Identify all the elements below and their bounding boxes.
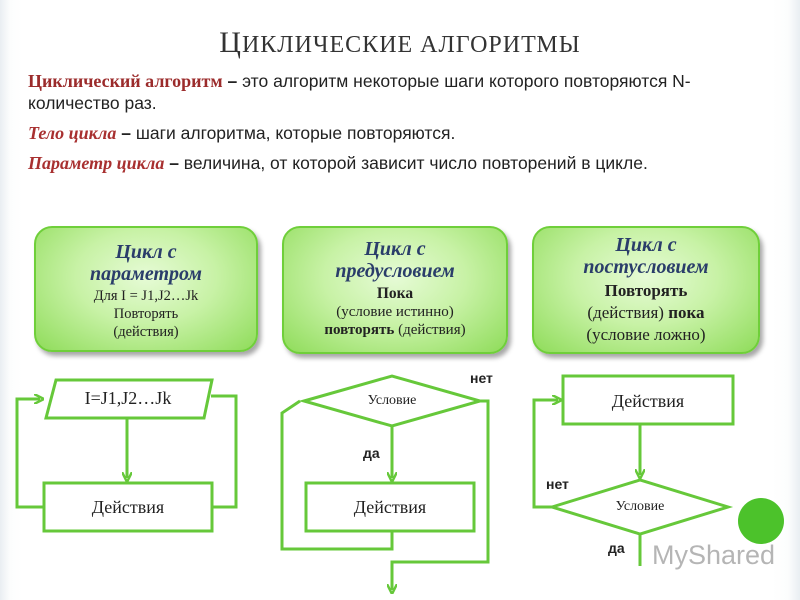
term-cyclic-algorithm: Циклический алгоритм xyxy=(28,71,223,91)
flow1-parameter-block xyxy=(44,378,214,420)
card-postcondition-loop: Цикл с постусловием Повторять (действия)… xyxy=(532,226,760,354)
flow2-action-block xyxy=(304,481,476,533)
title-rest: иклические алгоритмы xyxy=(241,32,581,58)
definition-text: это алгоритм некоторые шаги которого пов… xyxy=(28,71,691,113)
definition-parameter: Параметр цикла – величина, от которой за… xyxy=(28,153,648,173)
watermark-text: MyShared xyxy=(652,540,776,570)
definition-cyclic: Циклический алгоритм – это алгоритм неко… xyxy=(28,71,691,113)
flow1-action-label: Действия xyxy=(91,497,165,517)
flow3-yes-label: да xyxy=(608,540,625,556)
definition-text: величина, от которой зависит число повто… xyxy=(183,153,648,173)
flow3-condition-label: Условие xyxy=(615,499,665,514)
flow1-param-label: I=J1,J2…Jk xyxy=(84,388,172,408)
flow1-action-block xyxy=(42,481,214,533)
term-loop-parameter: Параметр цикла xyxy=(28,153,165,173)
title-initial: Ц xyxy=(219,26,242,59)
card-parameter-loop: Цикл с параметром Для I = J1,J2…Jk Повто… xyxy=(34,226,258,352)
definition-body: Тело цикла – шаги алгоритма, которые пов… xyxy=(28,123,456,143)
definition-text: шаги алгоритма, которые повторяются. xyxy=(135,123,456,143)
card-precondition-loop: Цикл с предусловием Пока (условие истинн… xyxy=(282,226,508,354)
flow3-action-block xyxy=(561,374,735,426)
slide-title: Циклические алгоритмы xyxy=(0,26,800,60)
watermark-logo xyxy=(738,498,784,544)
flow2-condition-label: Условие xyxy=(367,393,417,408)
definitions: Циклический алгоритм – это алгоритм неко… xyxy=(28,70,758,182)
flow3-condition-block xyxy=(546,478,734,536)
flow2-no-label: нет xyxy=(470,370,493,386)
term-loop-body: Тело цикла xyxy=(28,123,117,143)
flow2-action-label: Действия xyxy=(353,497,427,517)
flow2-yes-label: да xyxy=(363,445,380,461)
flow3-action-label: Действия xyxy=(611,391,685,411)
flow3-no-label: нет xyxy=(546,476,569,492)
